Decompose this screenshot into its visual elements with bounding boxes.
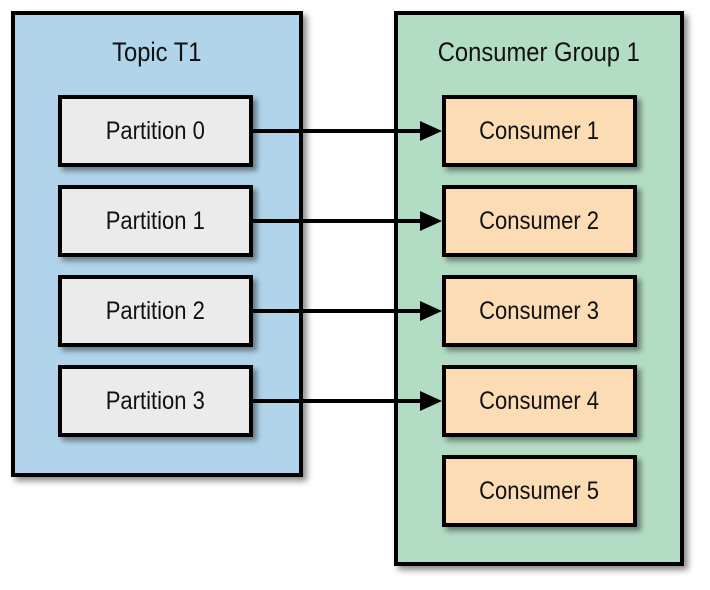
partition-1-label: Partition 1 (105, 206, 206, 235)
consumer-group-title-text: Consumer Group 1 (437, 37, 641, 67)
consumer-2-label: Consumer 2 (479, 206, 600, 235)
partition-2-label: Partition 2 (105, 296, 206, 325)
consumer-4-box: Consumer 4 (442, 365, 637, 437)
partition-0-box: Partition 0 (58, 95, 253, 167)
partition-3-box: Partition 3 (58, 365, 253, 437)
consumer-3-box: Consumer 3 (442, 275, 637, 347)
topic-title: Topic T1 (15, 15, 299, 68)
partition-3-label: Partition 3 (105, 386, 206, 415)
topic-container: Topic T1 Partition 0 Partition 1 Partiti… (11, 11, 303, 477)
consumer-4-label: Consumer 4 (479, 386, 600, 415)
consumer-2-box: Consumer 2 (442, 185, 637, 257)
partition-0-label: Partition 0 (105, 116, 206, 145)
topic-title-text: Topic T1 (112, 37, 202, 67)
consumer-5-label: Consumer 5 (479, 476, 600, 505)
consumer-group-title: Consumer Group 1 (398, 15, 680, 68)
consumer-group-container: Consumer Group 1 Consumer 1 Consumer 2 C… (394, 11, 684, 566)
consumer-1-label: Consumer 1 (479, 116, 600, 145)
consumer-5-box: Consumer 5 (442, 455, 637, 527)
consumer-3-label: Consumer 3 (479, 296, 600, 325)
consumer-1-box: Consumer 1 (442, 95, 637, 167)
partition-1-box: Partition 1 (58, 185, 253, 257)
partition-2-box: Partition 2 (58, 275, 253, 347)
